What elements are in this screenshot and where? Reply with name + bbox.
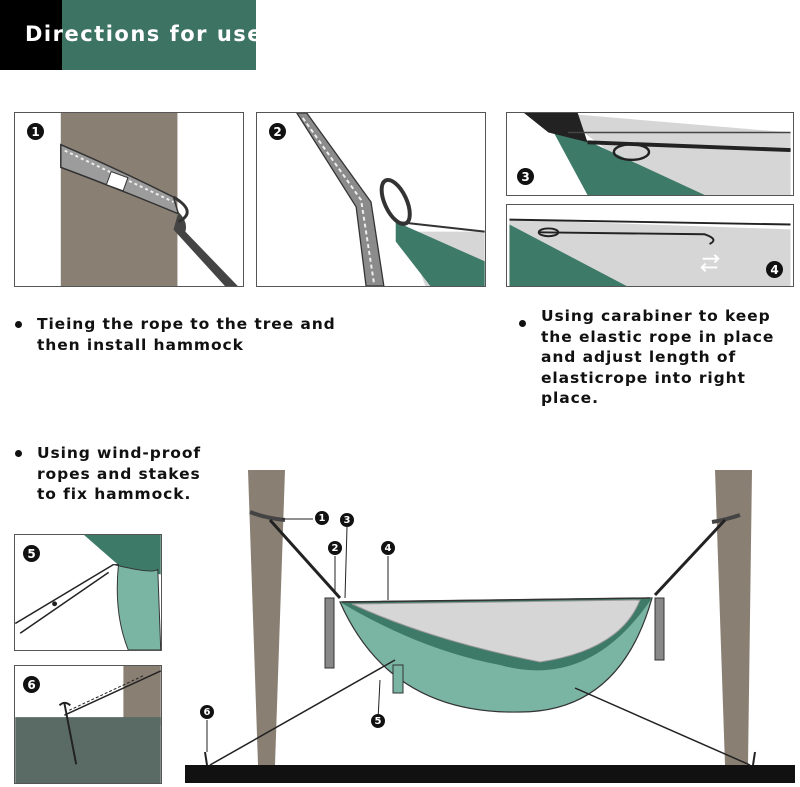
header-banner	[0, 0, 256, 70]
step-2-panel: 2	[256, 112, 486, 287]
header-teal-block	[62, 0, 256, 70]
diagram-number-5: 5	[371, 714, 385, 728]
bullet-dot	[519, 320, 526, 327]
step-number-6: 6	[23, 676, 40, 693]
diagram-number-1: 1	[315, 511, 329, 525]
bullet-line: Tieing the rope to the tree and	[37, 315, 336, 333]
step-number-4: 4	[766, 261, 783, 278]
step-6-panel: 6	[14, 665, 162, 784]
diagram-number-2: 2	[328, 541, 342, 555]
carabiner-mesh-illustration	[524, 113, 791, 195]
left-tree	[248, 470, 285, 765]
wind-rope-left	[209, 659, 396, 766]
step-number-5: 5	[23, 545, 40, 562]
diagram-number-3: 3	[340, 513, 354, 527]
step-number-1: 1	[27, 123, 44, 140]
page-title: Directions for use	[25, 22, 264, 46]
bullet-line: Using carabiner to keep	[541, 307, 771, 325]
step-4-panel: 4	[506, 204, 794, 287]
bullet-line: elasticrope into right	[541, 368, 746, 387]
header-black-block	[0, 0, 62, 70]
diagram-number-6: 6	[200, 705, 214, 719]
bullet-line: ropes and stakes	[37, 464, 201, 483]
elastic-rope-illustration	[509, 218, 791, 286]
bullet-line: the elastic rope in place	[541, 327, 775, 346]
stake-illustration	[15, 666, 161, 783]
bullet-wind-proof: Using wind-proof ropes and stakes to fix…	[15, 443, 202, 505]
right-tree	[715, 470, 752, 765]
carabiner-strap-illustration	[296, 113, 485, 286]
bullet-dot	[15, 450, 22, 457]
wind-rope-right	[574, 687, 751, 766]
bullet-tie-rope: Tieing the rope to the tree and then ins…	[15, 314, 336, 355]
tree-strap-illustration	[60, 113, 238, 286]
bullet-line: and adjust length of	[541, 348, 737, 366]
step-1-panel: 1	[14, 112, 244, 287]
bullet-carabiner: Using carabiner to keep the elastic rope…	[519, 306, 775, 409]
step-number-3: 3	[517, 168, 534, 185]
bullet-dot	[15, 321, 22, 328]
wind-rope-illustration	[15, 535, 161, 650]
step-5-panel: 5	[14, 534, 162, 651]
step-3-panel: 3	[506, 112, 794, 196]
bullet-line: then install hammock	[37, 335, 244, 354]
bullet-line: place.	[541, 389, 599, 407]
step-number-2: 2	[269, 123, 286, 140]
bullet-line: to fix hammock.	[37, 485, 192, 503]
diagram-number-4: 4	[381, 541, 395, 555]
mosquito-mesh	[351, 599, 641, 663]
bullet-line: Using wind-proof	[37, 444, 202, 462]
ground	[185, 765, 795, 783]
